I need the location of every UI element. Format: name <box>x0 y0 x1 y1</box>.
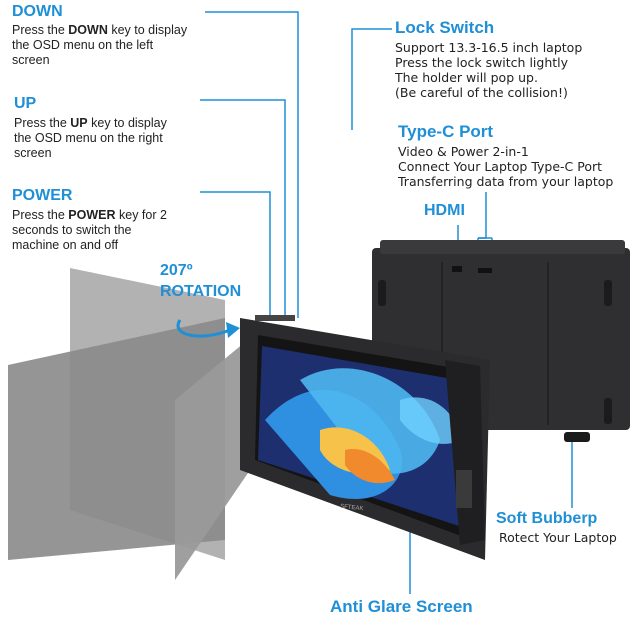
rotation-text: ROTATION <box>160 283 242 300</box>
lock-switch-line: (Be careful of the collision!) <box>395 85 568 100</box>
up-leader-line <box>200 99 286 318</box>
anti-glare-title: Anti Glare Screen <box>330 597 473 616</box>
power-desc-line3: machine on and off <box>12 238 119 252</box>
down-desc-post: key to display <box>107 23 188 37</box>
rotation-label: 207º ROTATION <box>160 260 241 302</box>
front-glass-panel <box>175 338 250 580</box>
down-desc-key: DOWN <box>68 23 108 37</box>
soft-rubber-description: Rotect Your Laptop <box>499 530 617 545</box>
rotation-arrow-icon <box>176 319 240 338</box>
power-desc-post: key for 2 <box>115 208 167 222</box>
typec-leader-line <box>478 192 487 239</box>
typec-title: Type-C Port <box>398 122 494 141</box>
osd-buttons <box>255 315 295 321</box>
down-leader-line <box>205 11 299 318</box>
typec-line: Transferring data from your laptop <box>398 174 614 189</box>
typec-description: Video & Power 2-in-1 Connect Your Laptop… <box>398 144 613 189</box>
typec-port <box>478 268 492 273</box>
lock-switch-leader-line <box>351 28 392 130</box>
power-desc-line2: seconds to switch the <box>12 223 132 237</box>
down-desc-line3: screen <box>12 53 50 67</box>
power-description: Press the POWER key for 2 seconds to swi… <box>12 208 167 253</box>
leader-lines <box>200 11 573 594</box>
up-desc-key: UP <box>70 116 88 130</box>
up-desc-line3: screen <box>14 146 52 160</box>
typec-line: Connect Your Laptop Type-C Port <box>398 159 603 174</box>
lock-switch-line: The holder will pop up. <box>395 70 538 85</box>
main-monitor <box>240 315 490 560</box>
up-desc-post: key to display <box>87 116 167 130</box>
hdmi-title: HDMI <box>424 202 465 219</box>
left-glass-panel <box>8 318 225 560</box>
down-title: DOWN <box>12 3 63 20</box>
power-desc-key: POWER <box>68 208 116 222</box>
power-desc-pre: Press the <box>12 208 69 222</box>
down-desc-line2: the OSD menu on the left <box>12 38 154 52</box>
typec-line: Video & Power 2-in-1 <box>398 144 529 159</box>
soft-rubber-title: Soft Bubberp <box>496 510 598 527</box>
lock-switch-description: Support 13.3-16.5 inch laptop Press the … <box>395 40 582 100</box>
down-desc-pre: Press the <box>12 23 69 37</box>
up-description: Press the UP key to display the OSD menu… <box>14 116 167 161</box>
power-leader-line <box>200 191 271 318</box>
soft-rubber-pad <box>564 432 590 442</box>
lock-switch-line: Press the lock switch lightly <box>395 55 569 70</box>
lock-switch-line: Support 13.3-16.5 inch laptop <box>395 40 583 55</box>
screen-wallpaper <box>265 368 462 499</box>
lock-switch-title: Lock Switch <box>395 18 495 37</box>
power-title: POWER <box>12 187 73 204</box>
hdmi-port <box>452 266 462 272</box>
up-title: UP <box>14 95 37 112</box>
rotation-degrees: 207º <box>160 262 193 279</box>
down-description: Press the DOWN key to display the OSD me… <box>12 23 187 68</box>
up-desc-line2: the OSD menu on the right <box>14 131 163 145</box>
up-desc-pre: Press the <box>14 116 71 130</box>
